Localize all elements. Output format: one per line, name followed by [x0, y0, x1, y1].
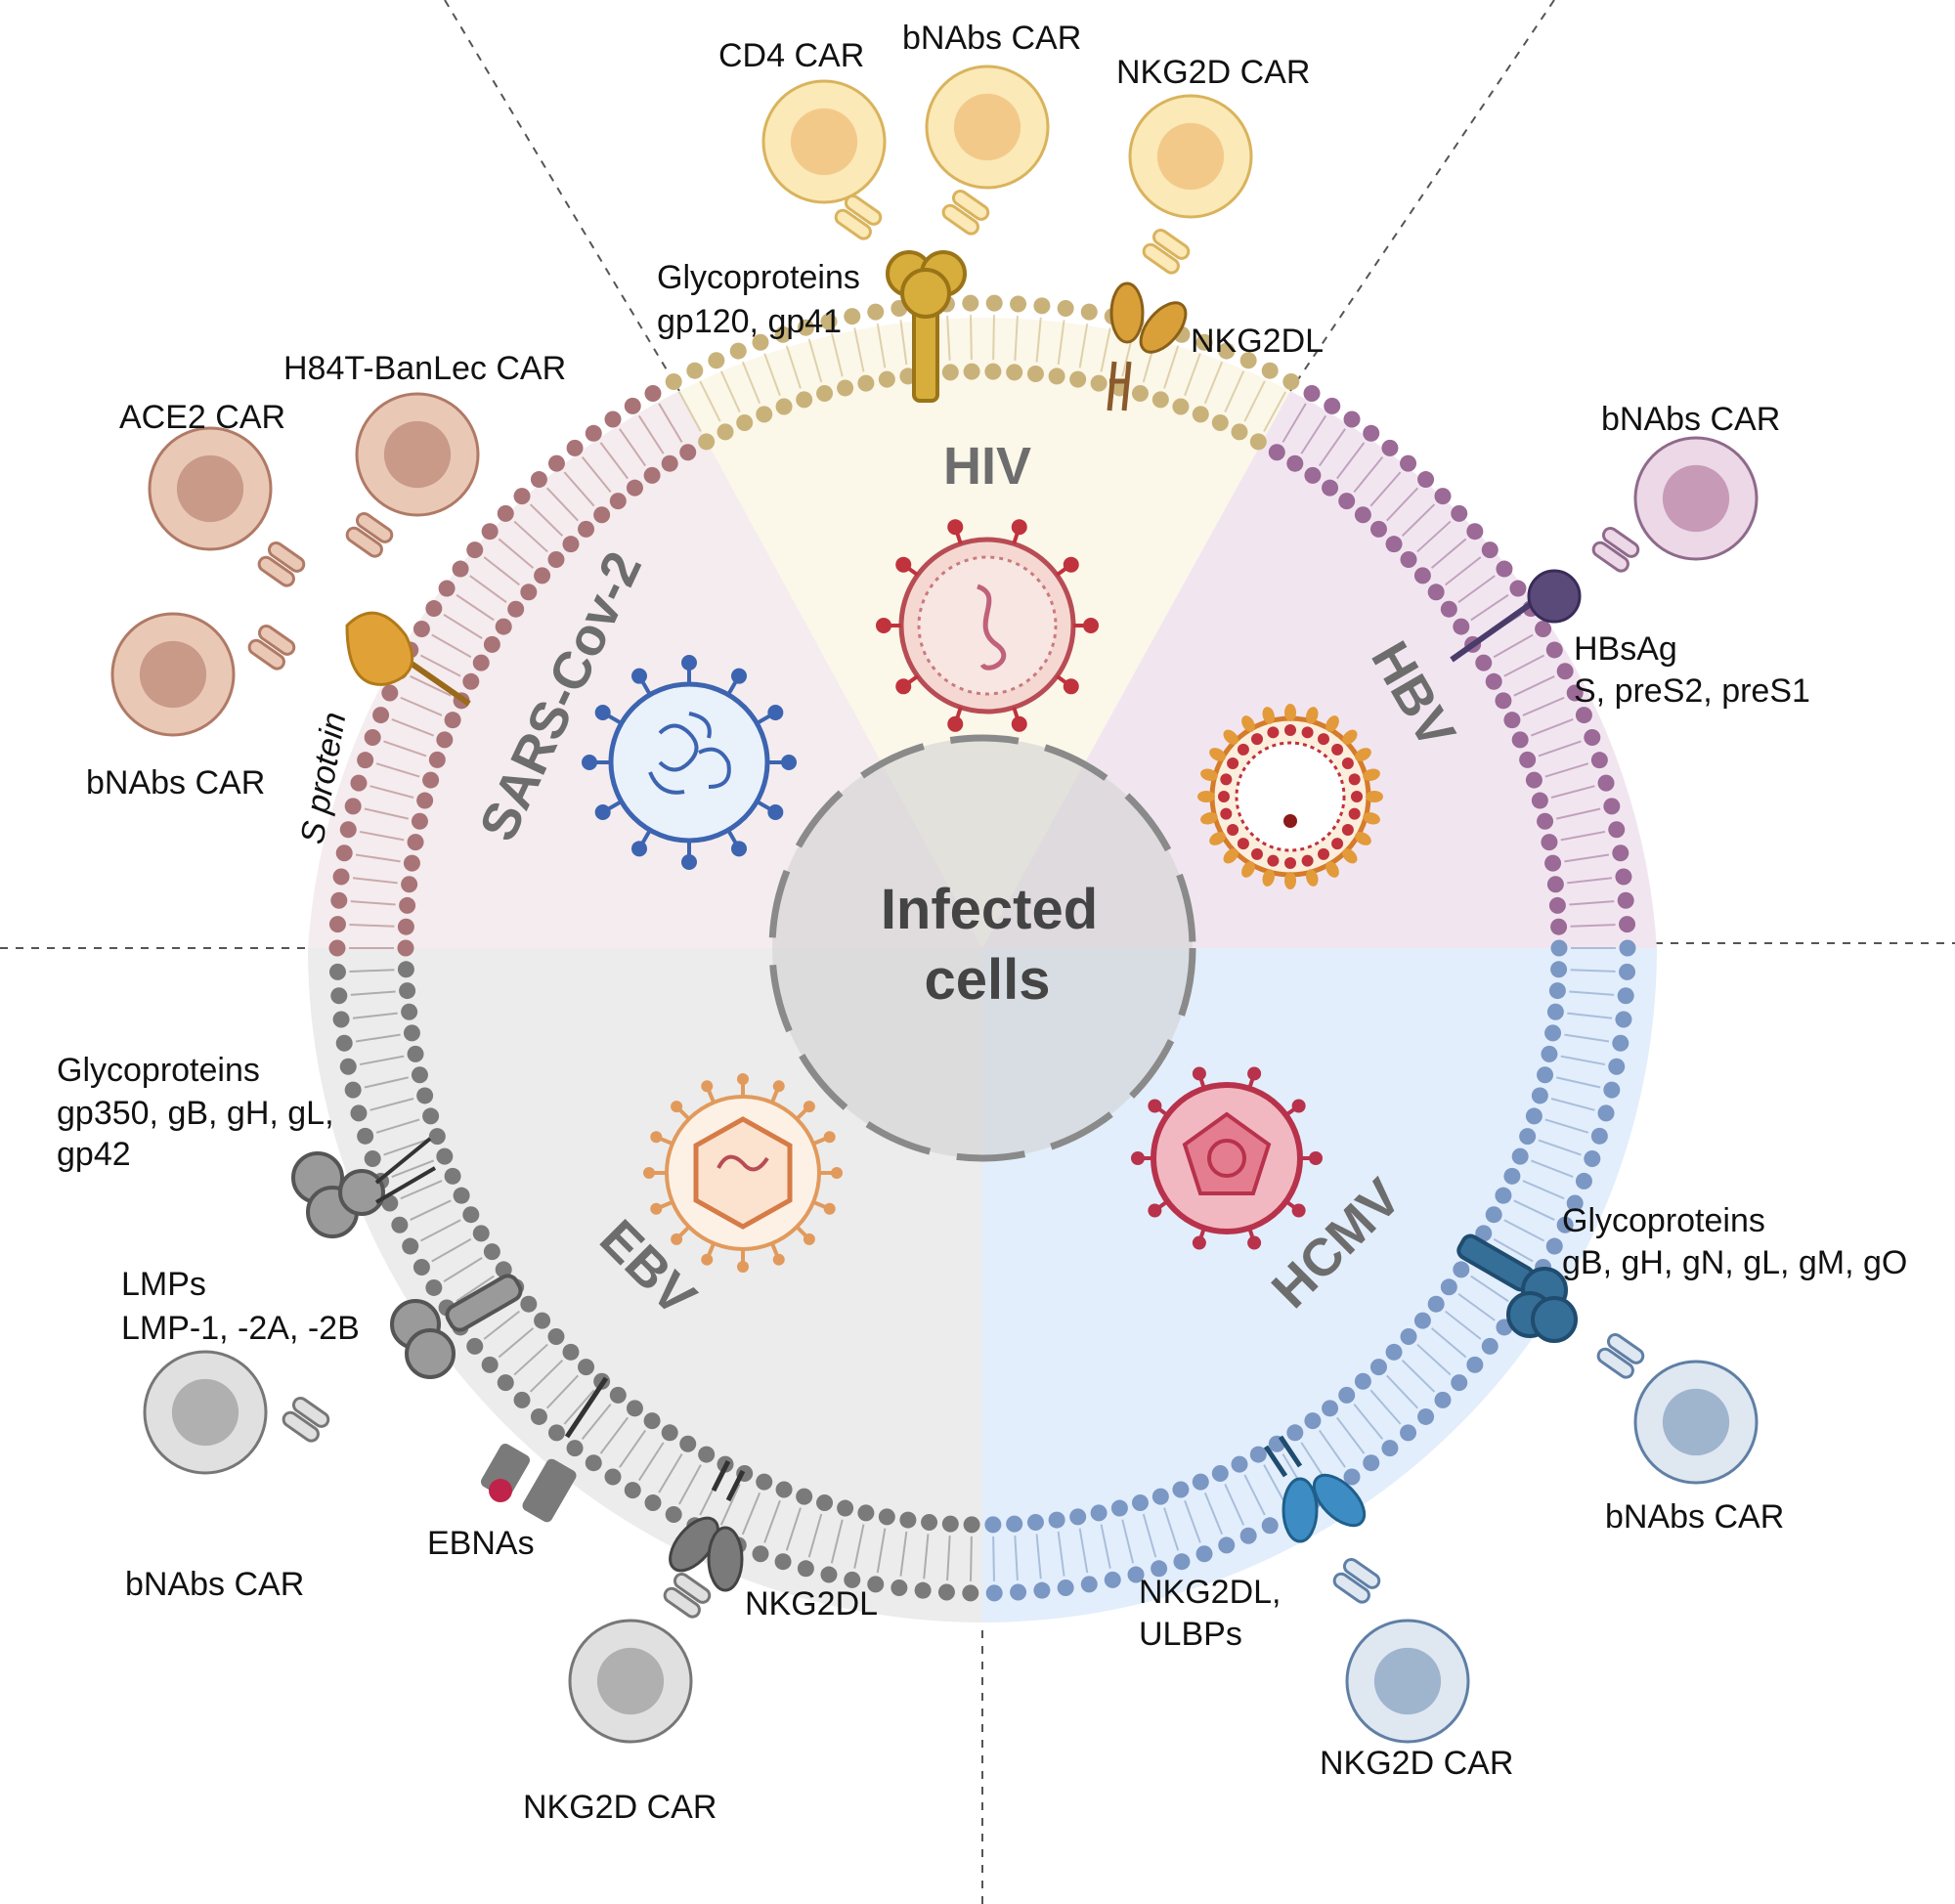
hbv-hbsag-label: HBsAg [1574, 630, 1677, 668]
hbv-bnabs-car-label: bNAbs CAR [1601, 401, 1780, 438]
hiv-glycoproteins-label: Glycoproteins [657, 259, 860, 296]
car-t-cell-icon [345, 392, 480, 558]
car-t-cell-icon [143, 1350, 330, 1475]
ebv-nkg2d-car-label: NKG2D CAR [523, 1789, 717, 1826]
hcmv-glycoprotein-icon [1456, 1233, 1578, 1343]
sars-bnabs-car-label: bNAbs CAR [86, 764, 265, 801]
hbv-hbsag-names: S, preS2, preS1 [1574, 672, 1810, 710]
infected-cells-core [768, 734, 1196, 1162]
hiv-nkg2dl-label: NKG2DL [1191, 323, 1324, 360]
hiv-nkg2dl-icon [1107, 281, 1188, 411]
hcmv-virion-icon [1131, 1066, 1323, 1250]
hiv-glycoproteins-names: gp120, gp41 [657, 303, 842, 340]
hcmv-bnabs-car-label: bNAbs CAR [1605, 1498, 1784, 1536]
hcmv-ulbps-label: ULBPs [1139, 1616, 1242, 1653]
hbv-virion-icon [1197, 704, 1383, 889]
sars-s-protein-icon [345, 611, 471, 707]
car-t-cell-icon [148, 426, 306, 587]
car-t-cell-icon [1591, 436, 1759, 573]
hbv-hbsag-icon [1450, 569, 1582, 663]
car-t-cell-icon [1128, 94, 1253, 275]
ebv-glycoproteins-label: Glycoproteins [57, 1052, 260, 1089]
ebv-ebnas-icon [480, 1376, 609, 1523]
ebv-virion-icon [643, 1073, 843, 1273]
hiv-virion-icon [876, 519, 1099, 732]
hcmv-nkg2dl-icon [1263, 1435, 1367, 1543]
hiv-nkg2d-car-label: NKG2D CAR [1116, 54, 1310, 91]
sector-fills [308, 318, 1657, 1623]
ebv-nkg2dl-label: NKG2DL [745, 1585, 878, 1623]
car-t-cell-icon [1332, 1557, 1470, 1744]
car-t-cell-icon [761, 79, 887, 240]
ebv-lmps-names: LMP-1, -2A, -2B [121, 1310, 360, 1347]
center-label-line1: Infected [881, 878, 1098, 941]
ebv-bnabs-car-label: bNAbs CAR [125, 1566, 304, 1603]
ebv-nkg2dl-icon [669, 1459, 746, 1592]
ebv-glycoproteins-names-1: gp350, gB, gH, gL, [57, 1095, 334, 1132]
car-cells [110, 65, 1759, 1744]
hcmv-nkg2d-car-label: NKG2D CAR [1320, 1745, 1513, 1782]
sars-ace2-car-label: ACE2 CAR [119, 399, 285, 436]
car-t-cell-icon [568, 1572, 712, 1744]
car-t-cell-icon [925, 65, 1050, 236]
ebv-glycoprotein-icon [291, 1137, 437, 1238]
hiv-bnabs-car-label: bNAbs CAR [902, 20, 1081, 57]
ebv-ebnas-label: EBNAs [427, 1525, 535, 1562]
hcmv-glycoproteins-label: Glycoproteins [1562, 1202, 1765, 1239]
ebv-lmps-icon [390, 1274, 523, 1379]
hiv-glycoprotein-icon [886, 250, 967, 403]
sector-label-hiv: HIV [943, 437, 1031, 496]
ebv-lmps-label: LMPs [121, 1266, 206, 1303]
car-t-cell-icon [110, 612, 296, 737]
hcmv-nkg2dl-label: NKG2DL, [1139, 1574, 1282, 1611]
hiv-cd4-car-label: CD4 CAR [718, 37, 864, 74]
sars-virion-icon [582, 655, 797, 870]
center-label-line2: cells [925, 948, 1051, 1012]
hcmv-glycoproteins-names: gB, gH, gN, gL, gM, gO [1562, 1244, 1907, 1281]
sars-h84t-car-label: H84T-BanLec CAR [283, 350, 566, 387]
ebv-glycoproteins-names-2: gp42 [57, 1136, 131, 1173]
car-t-cell-icon [1596, 1332, 1759, 1485]
